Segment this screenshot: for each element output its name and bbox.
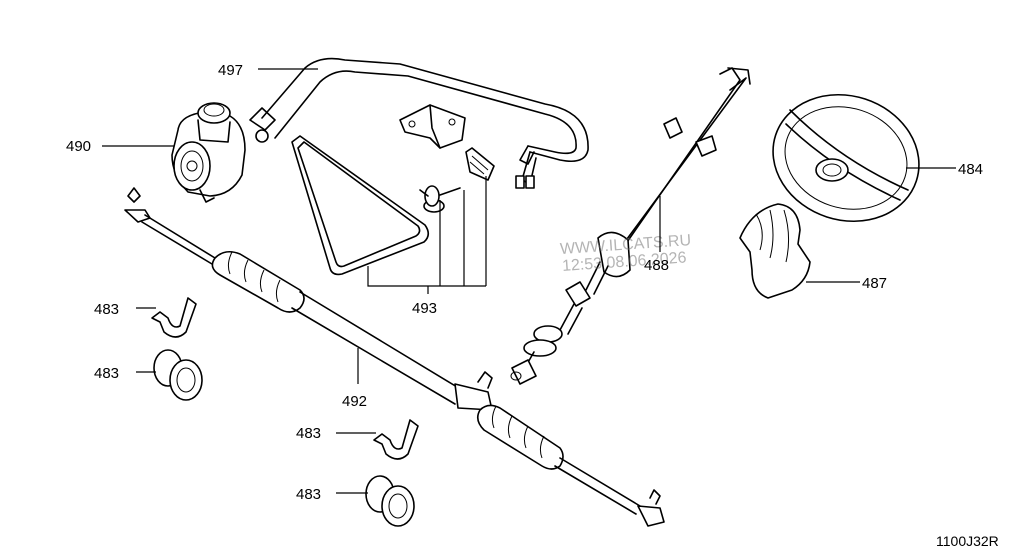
callout-488[interactable]: 488 — [644, 257, 669, 274]
leader-lines — [102, 68, 956, 494]
power-steering-pump-490[interactable] — [171, 102, 246, 203]
callout-483-clamp-top[interactable]: 483 — [94, 301, 119, 318]
grommet-483-top[interactable] — [153, 349, 203, 401]
callout-484[interactable]: 484 — [958, 161, 983, 178]
column-cover-487[interactable] — [739, 203, 811, 299]
diagram-code: 1100J32R — [936, 533, 999, 549]
callout-490[interactable]: 490 — [66, 138, 91, 155]
callout-492[interactable]: 492 — [342, 393, 367, 410]
clamp-483-bottom[interactable] — [373, 419, 419, 460]
belt-bracket-set-493[interactable] — [291, 104, 495, 276]
callout-483-clamp-bottom[interactable]: 483 — [296, 425, 321, 442]
callout-483-grommet-bottom[interactable]: 483 — [296, 486, 321, 503]
clamp-483-top[interactable] — [151, 297, 197, 338]
steering-wheel-484[interactable] — [756, 76, 935, 240]
steering-gear-assembly-492[interactable] — [124, 187, 665, 527]
callout-483-grommet-top[interactable]: 483 — [94, 365, 119, 382]
callout-497[interactable]: 497 — [218, 62, 243, 79]
grommet-483-bottom[interactable] — [365, 475, 415, 527]
callout-493[interactable]: 493 — [412, 300, 437, 317]
callout-487[interactable]: 487 — [862, 275, 887, 292]
hose-assembly-497[interactable] — [249, 57, 589, 189]
steering-column-488[interactable] — [510, 67, 751, 385]
